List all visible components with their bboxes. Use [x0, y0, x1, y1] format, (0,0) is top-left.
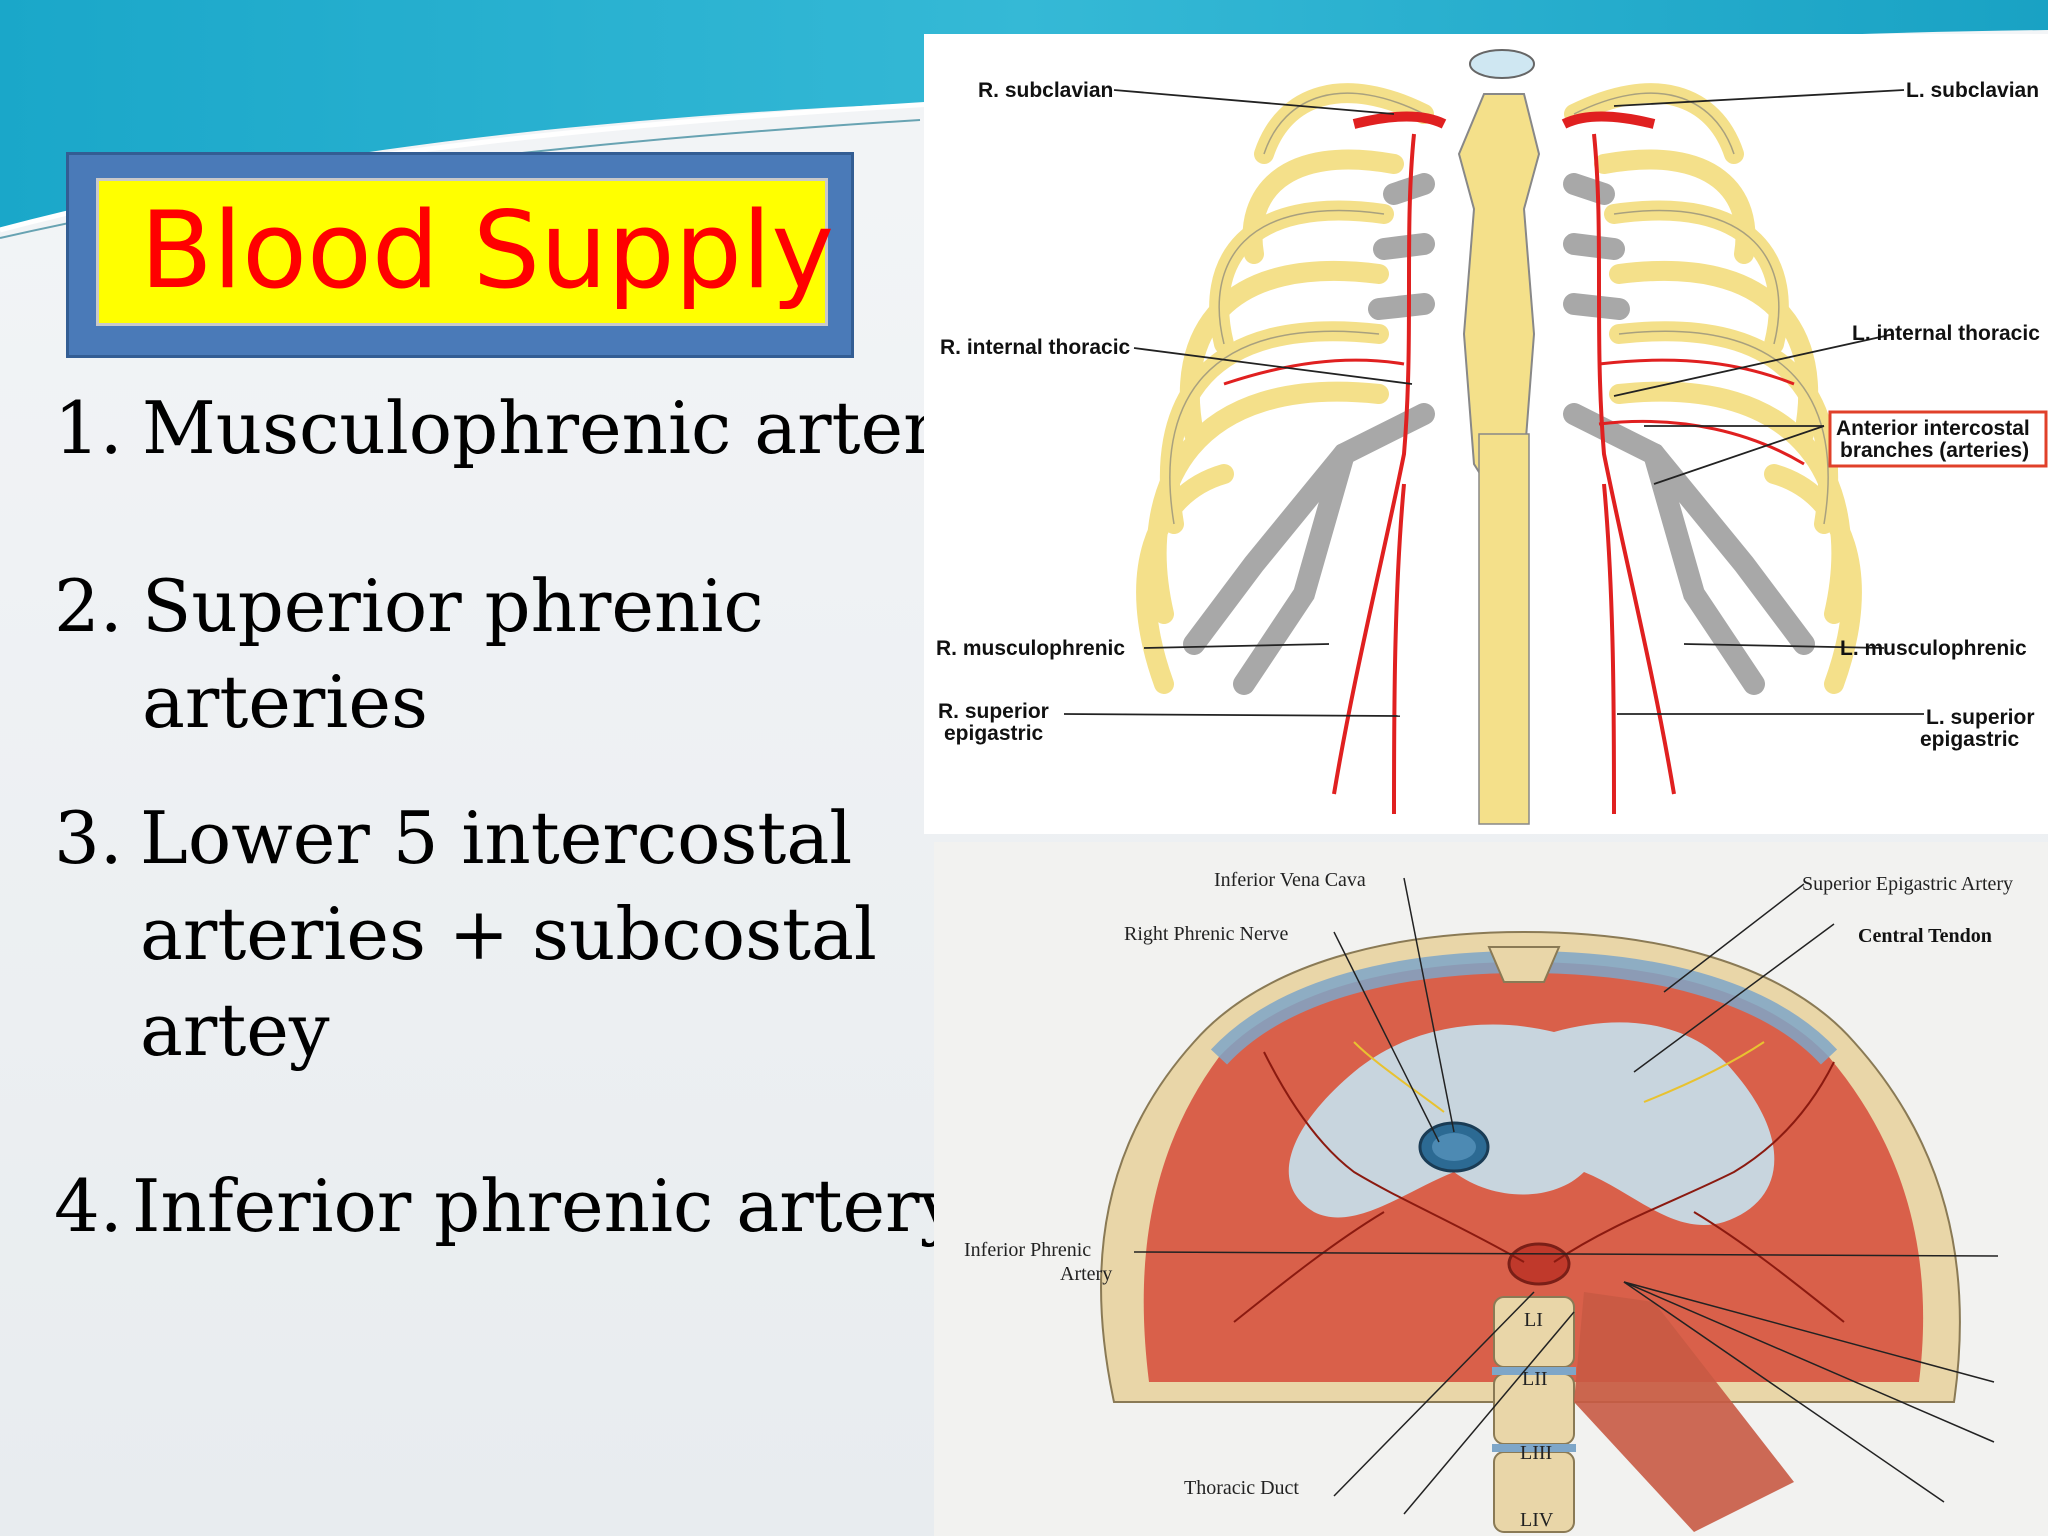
label-inferior-phrenic-1: Inferior Phrenic [964, 1239, 1091, 1261]
psoas-muscle [1574, 1292, 1794, 1532]
label-superior-epigastric-artery: Superior Epigastric Artery [1802, 873, 2013, 895]
label-l1: LI [1524, 1309, 1543, 1331]
vessels [1233, 1051, 1845, 1323]
title-box [96, 178, 828, 326]
central-tendon [1288, 1022, 1775, 1226]
trachea-ring [1469, 49, 1535, 79]
label-inferior-phrenic-2: Artery [1060, 1263, 1112, 1285]
label-l4: LIV [1520, 1509, 1554, 1531]
anterior-intercostal-box [1828, 410, 2048, 468]
label-r-musculophrenic: R. musculophrenic [936, 637, 1125, 660]
list-item-1-line-1: Musculophrenic artery [142, 386, 979, 470]
list-item-3-line-1: Lower 5 intercostal [140, 796, 853, 880]
label-l-internal-thoracic: L. internal thoracic [1852, 322, 2040, 345]
label-l-subclavian: L. subclavian [1906, 79, 2039, 102]
label-r-superior-1: R. superior [938, 700, 1049, 723]
label-r-superior-2: epigastric [944, 722, 1044, 745]
label-thoracic-duct: Thoracic Duct [1184, 1477, 1299, 1499]
label-anterior-intercostal-2: branches (arteries) [1840, 439, 2029, 462]
xiphoid [1487, 946, 1561, 983]
list-number-4: 4. [54, 1164, 123, 1248]
aorta [1507, 1242, 1571, 1286]
label-r-internal-thoracic: R. internal thoracic [940, 336, 1131, 359]
list-item-2-line-1: Superior phrenic [142, 564, 764, 648]
label-ivc: Inferior Vena Cava [1214, 869, 1366, 891]
list-item-2-line-2: arteries [142, 660, 428, 744]
vertebrae [1493, 1296, 1575, 1533]
list-item-4-line-1: Inferior phrenic artery [132, 1164, 961, 1248]
label-right-phrenic-nerve: Right Phrenic Nerve [1124, 923, 1289, 945]
label-l3: LIII [1520, 1442, 1552, 1464]
list-number-1: 1. [54, 386, 123, 470]
list-number-2: 2. [54, 564, 123, 648]
label-l2: LII [1522, 1368, 1548, 1390]
arteries [1223, 111, 1805, 815]
slide-title: Blood Supply [140, 189, 835, 312]
label-l-musculophrenic: L. musculophrenic [1840, 637, 2027, 660]
rib-cage-figure: R. subclavian L. subclavian R. internal … [924, 34, 2048, 834]
leader-lines [1063, 89, 1924, 717]
label-r-subclavian: R. subclavian [978, 79, 1113, 102]
label-central-tendon: Central Tendon [1858, 925, 1992, 947]
label-l-superior-2: epigastric [1920, 728, 2020, 751]
diaphragm-figure: Inferior Vena Cava Superior Epigastric A… [934, 842, 2048, 1536]
rib-outlines [1169, 92, 1829, 525]
nerves [1353, 1041, 1765, 1113]
diaphragm-leader-lines [1133, 877, 1999, 1515]
label-l-superior-1: L. superior [1926, 706, 2035, 729]
list-item-3-line-3: artey [140, 988, 330, 1072]
label-anterior-intercostal-1: Anterior intercostal [1836, 417, 2030, 440]
list-item-3-line-2: arteries + subcostal [140, 892, 877, 976]
vertebral-column [1478, 433, 1530, 825]
vertebral-discs [1492, 1367, 1576, 1452]
list-number-3: 3. [54, 796, 123, 880]
